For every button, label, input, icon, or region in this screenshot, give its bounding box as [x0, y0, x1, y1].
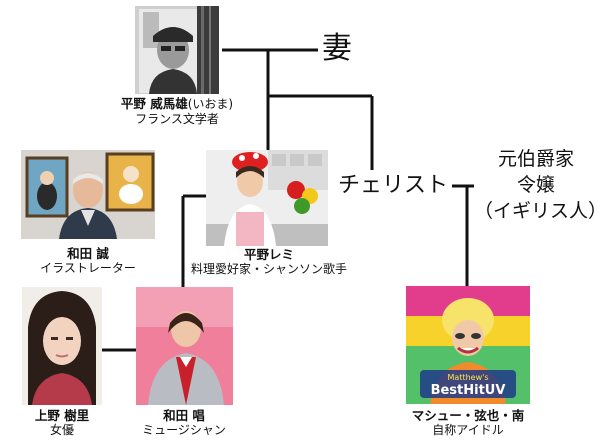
photo-iwama — [135, 6, 219, 94]
name-remi: 平野レミ — [243, 247, 294, 262]
node-noble: 元伯爵家 令嬢 （イギリス人） — [474, 146, 600, 224]
photo-remi — [206, 150, 328, 246]
show-title-line-2: BestHitUV — [431, 383, 506, 398]
name-iwama: 平野 威馬雄 — [120, 96, 188, 111]
label-makoto: 和田 誠 イラストレーター — [18, 246, 158, 276]
role-remi: 料理愛好家・シャンソン歌手 — [190, 262, 347, 276]
role-iwama: フランス文学者 — [135, 112, 219, 126]
role-mashu: 自称アイドル — [432, 423, 504, 437]
label-sho: 和田 唱 ミュージシャン — [132, 408, 236, 438]
label-juri: 上野 樹里 女優 — [12, 408, 112, 438]
noble-line-3: （イギリス人） — [474, 200, 600, 222]
photo-mashu: Matthew's BestHitUV — [406, 286, 530, 404]
photo-juri — [22, 287, 102, 405]
name-juri: 上野 樹里 — [34, 408, 90, 423]
name-sho: 和田 唱 — [163, 408, 205, 423]
photo-sho — [136, 287, 233, 405]
label-remi: 平野レミ 料理愛好家・シャンソン歌手 — [186, 247, 352, 277]
photo-makoto — [21, 150, 155, 239]
name-mashu: マシュー・弦也・南 — [411, 408, 525, 423]
label-iwama: 平野 威馬雄(いおま) フランス文学者 — [108, 95, 246, 127]
show-title-line-1: Matthew's — [448, 373, 489, 382]
node-wife: 妻 — [322, 31, 352, 66]
node-cellist: チェリスト — [338, 173, 449, 198]
reading-iwama: (いおま) — [187, 97, 234, 111]
noble-line-1: 元伯爵家 — [497, 148, 574, 170]
noble-line-2: 令嬢 — [516, 174, 555, 196]
label-mashu: マシュー・弦也・南 自称アイドル — [392, 408, 544, 438]
role-sho: ミュージシャン — [142, 423, 226, 437]
role-juri: 女優 — [49, 423, 74, 437]
name-makoto: 和田 誠 — [67, 246, 109, 261]
role-makoto: イラストレーター — [40, 261, 136, 275]
